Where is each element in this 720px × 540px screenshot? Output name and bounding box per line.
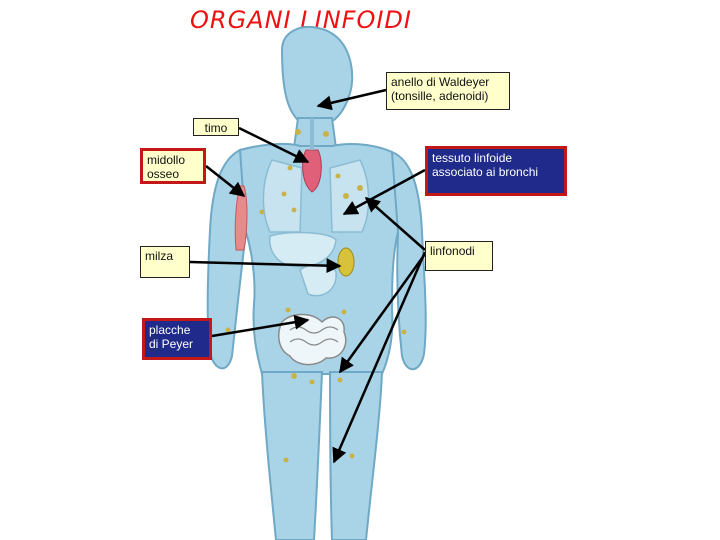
arrow-placche [211, 314, 310, 338]
arrow-milza [189, 258, 342, 274]
arrow-waldeyer [316, 88, 387, 111]
arrow-linfonodi-lower [332, 251, 427, 464]
label-timo: timo [193, 118, 239, 136]
right-leg [328, 371, 384, 540]
arrow-tessuto [342, 168, 426, 216]
lymph-node [225, 327, 231, 333]
spleen [337, 247, 355, 277]
lymph-node [309, 379, 315, 385]
label-placche-di-peyer: placche di Peyer [142, 318, 212, 360]
label-tessuto-linfoide-bronchi: tessuto linfoide associato ai bronchi [425, 146, 567, 196]
arrow-midollo [205, 165, 246, 197]
right-arm [390, 150, 427, 371]
lymph-node [343, 193, 349, 199]
lymph-node [357, 185, 363, 191]
arrow-linfonodi-mid [338, 253, 427, 374]
lymph-node [401, 329, 407, 335]
liver [268, 231, 337, 268]
lymph-node [335, 173, 341, 179]
lymph-node [337, 377, 343, 383]
bone-marrow [234, 185, 248, 251]
arrow-linfonodi-upper [364, 197, 426, 251]
lymph-node [281, 191, 287, 197]
lymph-node [291, 207, 297, 213]
arrow-timo [238, 126, 310, 164]
label-milza: milza [140, 246, 190, 278]
label-midollo-osseo: midollo osseo [140, 148, 206, 184]
lymph-node [287, 165, 293, 171]
head [280, 26, 354, 127]
right-lung [329, 159, 370, 233]
callout-arrows [189, 88, 427, 464]
lymph-node [283, 457, 289, 463]
lymph-nodes [225, 129, 407, 463]
lymph-node [323, 131, 329, 137]
lymph-node [285, 307, 291, 313]
left-leg [260, 371, 324, 540]
lymph-node [295, 129, 301, 135]
lymph-node [259, 209, 265, 215]
lymph-node [349, 453, 355, 459]
lymph-node [341, 309, 347, 315]
lymph-node [291, 373, 297, 379]
label-anello-di-waldeyer: anello di Waldeyer (tonsille, adenoidi) [386, 72, 510, 110]
label-linfonodi: linfonodi [425, 241, 493, 271]
